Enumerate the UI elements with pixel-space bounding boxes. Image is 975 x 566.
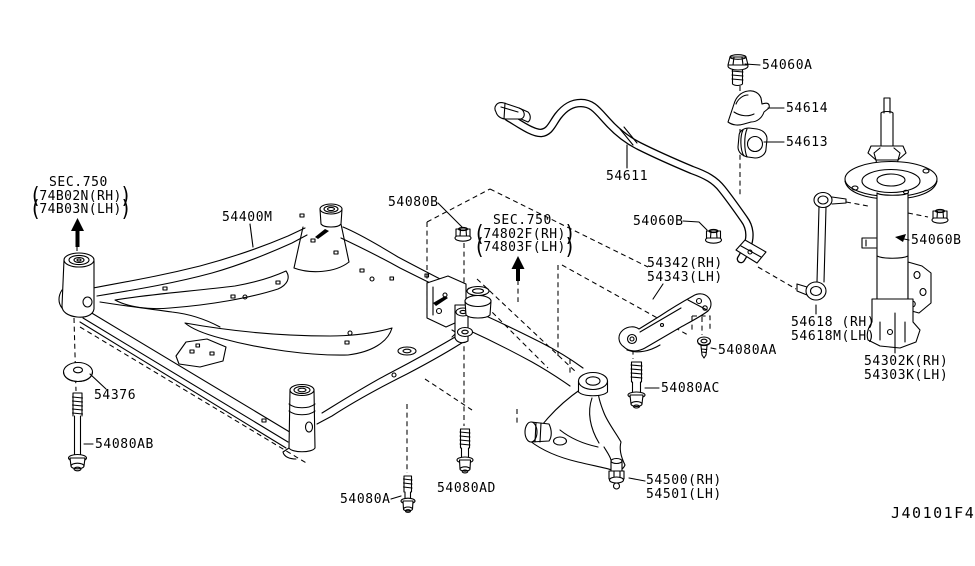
part-label-54342-54343: 54342(RH) 54343(LH) (647, 257, 723, 284)
part-label-54302k: 54302K(RH) (864, 354, 949, 369)
part-label-54501: 54501(LH) (646, 486, 722, 502)
control-arm-rear-bushing (525, 422, 551, 442)
nut-54080B (455, 227, 471, 241)
bolt-54060A (728, 55, 748, 86)
bolt-54080AC (628, 362, 645, 408)
part-label-54080b: 54080B (388, 195, 439, 210)
part-label-54343: 54343(LH) (647, 269, 723, 285)
control-arm-ball-joint (609, 459, 624, 490)
strut-drawing (845, 98, 937, 348)
bushing-54613 (738, 128, 767, 158)
sec-line: 74B02N(RH) (39, 189, 122, 204)
paren-close: ) (565, 234, 574, 260)
sec750-left-arrow (71, 218, 84, 247)
screw-54080AA (698, 337, 711, 358)
washer-54376 (64, 363, 93, 382)
bolt-54080AB (69, 393, 87, 471)
part-label-54613: 54613 (786, 135, 829, 150)
part-label-54080ac: 54080AC (661, 381, 720, 396)
diagram-code: J40101F4 (891, 504, 975, 522)
subframe-mount-lower (283, 385, 315, 460)
part-label-54614: 54614 (786, 101, 829, 116)
paren-open: ( (32, 196, 40, 222)
bolt-54080AD (457, 429, 473, 473)
part-label-54400m: 54400M (222, 210, 273, 225)
nut-54060B-right (932, 209, 948, 223)
sec-line: 74B03N(LH) (39, 202, 122, 217)
nut-54060B-middle (706, 229, 722, 243)
part-label-54611: 54611 (606, 169, 649, 184)
part-label-54303k: 54303K(LH) (864, 367, 949, 383)
paren-open: ( (476, 234, 484, 260)
part-label-54500-54501: 54500(RH) 54501(LH) (646, 474, 722, 501)
subframe-mount-front-left (59, 253, 94, 317)
paren-close: ) (121, 196, 130, 222)
stabilizer-bar-drawing (495, 103, 766, 263)
subframe-drawing (59, 204, 583, 459)
paren-open: ( (32, 183, 40, 209)
part-label-54500: 54500(RH) (646, 473, 722, 488)
part-label-54060a: 54060A (762, 58, 813, 73)
sec-line: 74803F(LH) (483, 240, 566, 255)
sec-title: SEC.750 (49, 175, 108, 190)
bracket-drawing (619, 294, 711, 352)
subframe-mount-top (320, 204, 342, 227)
sec-title: SEC.750 (493, 213, 552, 228)
part-label-54060b-middle: 54060B (633, 214, 684, 229)
lower-control-arm-drawing (525, 373, 625, 490)
control-arm-front-bushing (579, 373, 608, 396)
part-label-54080aa: 54080AA (718, 343, 777, 358)
part-label-54342: 54342(RH) (647, 256, 723, 271)
paren-open: ( (476, 221, 484, 247)
stabilizer-bar-eye (495, 103, 524, 119)
nut-position-arrow (895, 234, 906, 242)
fasteners (64, 55, 949, 513)
stabilizer-link-drawing (797, 193, 846, 301)
part-label-54618m: 54618M(LH) (791, 328, 876, 344)
part-label-54080ab: 54080AB (95, 437, 154, 452)
sec750-left-reference: SEC.750 (74B02N(RH)) (74B03N(LH)) (32, 175, 130, 222)
sec750-middle-reference: SEC.750 (74802F(RH)) (74803F(LH)) (476, 213, 574, 260)
sec-line: 74802F(RH) (483, 227, 566, 242)
dashed-projection-lines (74, 86, 928, 473)
paren-close: ) (565, 221, 574, 247)
part-label-54618-54618m: 54618 (RH) 54618M(LH) (791, 316, 875, 343)
bolt-54080A (401, 476, 415, 512)
part-label-54060b-right: 54060B (911, 233, 962, 248)
part-label-54376: 54376 (94, 388, 137, 403)
subframe-mount-rear-right (455, 287, 491, 343)
leader-lines (84, 64, 909, 499)
sec750-middle-arrow (511, 256, 525, 281)
reference-arrows (71, 218, 525, 281)
paren-close: ) (121, 183, 130, 209)
strut-spring-seat (845, 162, 937, 197)
clamp-54614 (728, 91, 769, 125)
part-label-54302k-54303k: 54302K(RH) 54303K(LH) (864, 355, 948, 382)
part-label-54080a: 54080A (340, 492, 391, 507)
stabilizer-bar-band (620, 127, 637, 145)
part-label-54080ad: 54080AD (437, 481, 496, 496)
part-label-54618: 54618 (RH) (791, 315, 876, 330)
